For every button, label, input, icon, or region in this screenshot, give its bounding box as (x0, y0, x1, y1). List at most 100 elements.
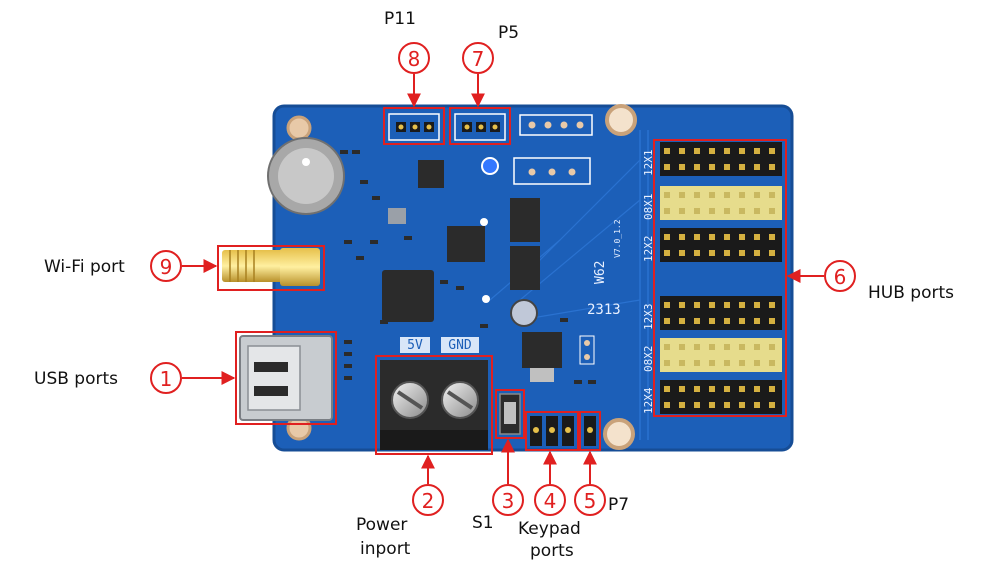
hub-pin (769, 192, 775, 198)
callout-6: 6 (834, 265, 847, 289)
hub-pin (709, 318, 715, 324)
hub-pin (679, 208, 685, 214)
hub-pin (739, 360, 745, 366)
hub-pin (664, 250, 670, 256)
hub-pin (679, 302, 685, 308)
board-code: 2313 (587, 302, 621, 318)
label-power-line1: Power (356, 515, 407, 535)
s1-button (499, 393, 521, 435)
header-p13 (579, 335, 595, 365)
hub-pin (724, 318, 730, 324)
hub-pin (754, 302, 760, 308)
highlight-keypad (525, 411, 579, 451)
highlight-p5 (449, 107, 511, 145)
hub-pin (709, 148, 715, 154)
chip (418, 160, 444, 188)
callout-5-circle (574, 484, 606, 516)
hub-pin (754, 164, 760, 170)
wifi-antenna-connector (222, 248, 320, 286)
hub-pin (679, 402, 685, 408)
callout-2-circle (412, 484, 444, 516)
hub-pin (769, 360, 775, 366)
hub-header-row (660, 338, 782, 372)
hub-pin (664, 148, 670, 154)
hub-pin (709, 302, 715, 308)
highlight-power (375, 355, 493, 455)
hub-pin (754, 234, 760, 240)
hub-pin (679, 360, 685, 366)
hub-pin (694, 386, 700, 392)
hub-pin (739, 208, 745, 214)
callout-7: 7 (472, 47, 485, 71)
hub-pin (724, 344, 730, 350)
hub-pin (694, 148, 700, 154)
hub-pin (724, 386, 730, 392)
hub-pin (724, 302, 730, 308)
hub-pin (709, 234, 715, 240)
hub-pin (754, 318, 760, 324)
hub-pin (739, 234, 745, 240)
hub-pin (679, 148, 685, 154)
header-p11 (388, 113, 440, 141)
hub-pin (769, 234, 775, 240)
power-terminal-block (380, 360, 488, 450)
board-version: V7.0_1.2 (613, 219, 622, 258)
capacitor (510, 299, 538, 327)
hub-row-label: 08X2 (642, 346, 655, 373)
hub-pin (709, 344, 715, 350)
callout-9: 9 (160, 255, 173, 279)
hub-row-label: 12X2 (642, 236, 655, 263)
hub-pin (679, 234, 685, 240)
hub-pin (694, 302, 700, 308)
hub-pin (679, 386, 685, 392)
callout-8: 8 (408, 47, 421, 71)
hub-pin (769, 318, 775, 324)
keypad-headers (530, 416, 574, 446)
hub-row-label: 12X1 (642, 150, 655, 177)
hub-pin (739, 164, 745, 170)
highlight-s1 (495, 389, 525, 439)
hub-pin (664, 234, 670, 240)
hub-pin (754, 386, 760, 392)
hub-pin (739, 250, 745, 256)
highlight-wifi (217, 245, 325, 291)
chip (388, 208, 406, 224)
hub-pin (769, 344, 775, 350)
hub-pin (694, 234, 700, 240)
power-5v-label: 5V (407, 338, 423, 353)
callout-4: 4 (544, 489, 557, 513)
hub-pin (769, 250, 775, 256)
callout-4-circle (534, 484, 566, 516)
callout-9-circle (150, 250, 182, 282)
label-s1: S1 (472, 513, 494, 533)
hub-pin (709, 386, 715, 392)
label-p7: P7 (608, 495, 629, 515)
callout-3: 3 (502, 489, 515, 513)
callout-7-circle (462, 42, 494, 74)
chip (447, 226, 485, 262)
hub-pin (664, 386, 670, 392)
power-gnd-label: GND (448, 338, 472, 353)
hub-pin (754, 250, 760, 256)
hub-pin (739, 192, 745, 198)
hub-pin (709, 192, 715, 198)
hub-pin (709, 208, 715, 214)
hub-pin (724, 164, 730, 170)
header-p7 (584, 416, 596, 446)
hub-pin (694, 360, 700, 366)
usb-port (239, 335, 333, 421)
hub-pin (769, 208, 775, 214)
hub-header-rows (660, 142, 782, 414)
hub-pin (664, 402, 670, 408)
connector-p1 (519, 114, 593, 136)
hub-pin (769, 402, 775, 408)
hub-pin (694, 344, 700, 350)
hub-pin (709, 360, 715, 366)
callout-1-circle (150, 362, 182, 394)
label-keypad-line2: ports (530, 541, 574, 561)
hub-pin (769, 302, 775, 308)
mounting-hole (605, 104, 637, 136)
hub-pin (739, 318, 745, 324)
highlight-usb (235, 331, 337, 425)
